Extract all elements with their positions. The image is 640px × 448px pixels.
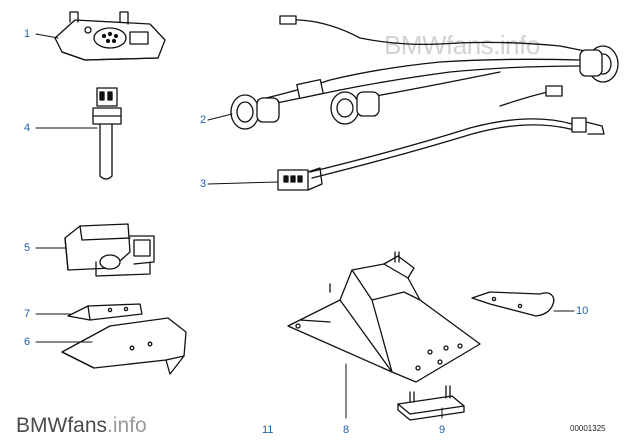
callout-6: 6 — [24, 336, 31, 348]
part-8-mount — [287, 251, 481, 383]
part-5-relay — [64, 223, 155, 277]
diagram-reference-number: 00001325 — [570, 424, 606, 433]
part-7-bracket — [67, 303, 143, 321]
part-9-plate — [397, 385, 465, 421]
callout-4: 4 — [24, 122, 31, 134]
part-4-sensor — [92, 87, 122, 180]
callout-5: 5 — [24, 242, 31, 254]
brand-name: BMWfans — [16, 414, 108, 437]
part-3-connector — [277, 167, 323, 191]
part-10-clip — [471, 291, 555, 317]
callout-7: 7 — [24, 308, 31, 320]
callout-11: 11 — [262, 424, 274, 436]
callout-1: 1 — [24, 28, 31, 40]
callout-3: 3 — [200, 178, 207, 190]
leader-lines — [35, 33, 575, 419]
callout-8: 8 — [343, 424, 350, 436]
watermark: BMWfans.info — [384, 30, 540, 60]
callout-10: 10 — [576, 305, 589, 317]
part-1-control-unit — [54, 11, 166, 61]
part-2-harness — [230, 15, 619, 179]
callout-9: 9 — [439, 424, 446, 436]
brand-logo: BMWfans.info — [16, 414, 147, 438]
brand-suffix: .info — [107, 414, 147, 437]
callout-2: 2 — [200, 114, 207, 126]
part-6-bracket — [61, 317, 187, 375]
